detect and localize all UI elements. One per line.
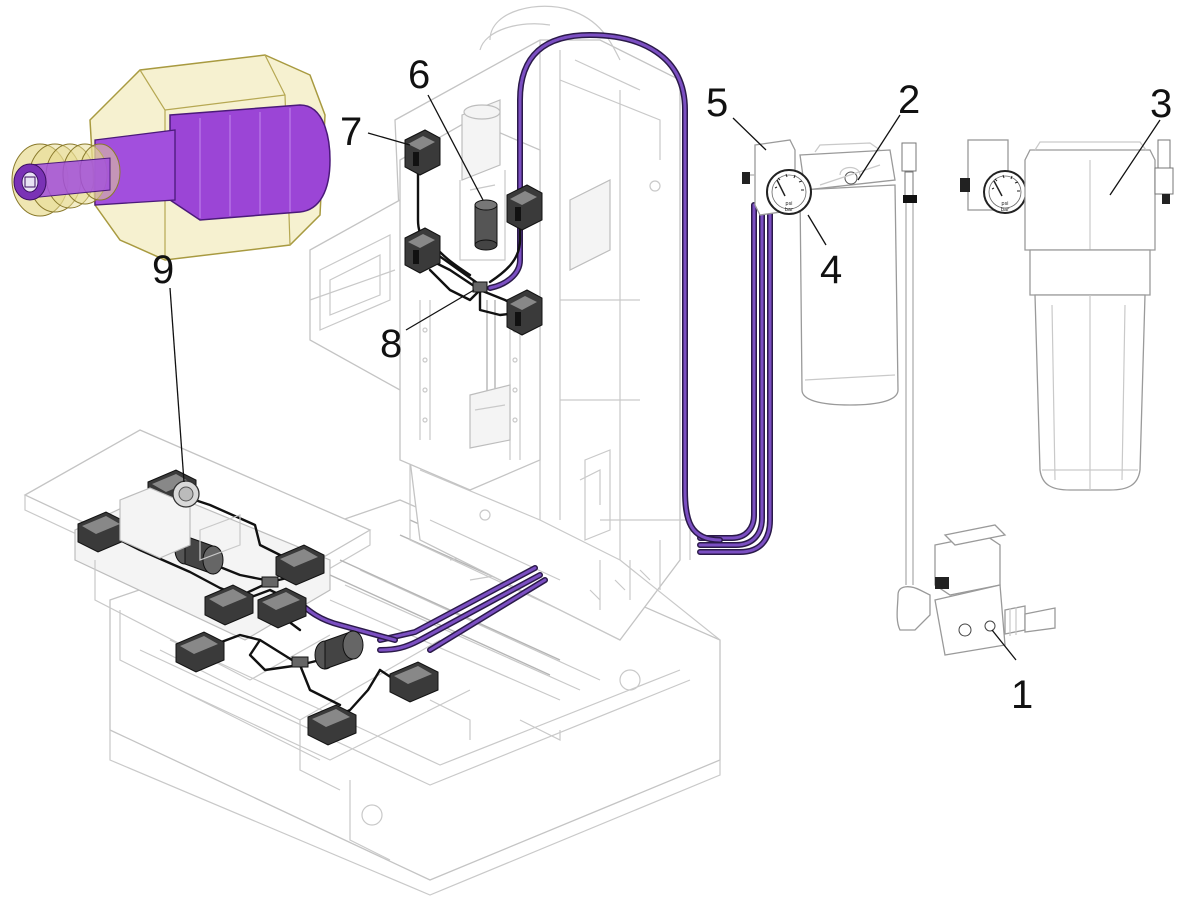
callout-6: 6 [408,53,430,97]
svg-text:bar: bar [1001,207,1010,213]
leader-lines [169,94,1161,661]
callout-2: 2 [898,78,920,122]
callout-4: 4 [820,248,842,292]
pressure-gauge-3: psi bar [983,170,1027,214]
callout-3: 3 [1150,82,1172,126]
fitting-threads [11,143,121,217]
svg-text:psi: psi [1001,201,1008,207]
filter-unit-3: psi bar [960,139,1174,491]
guide-block-bed-4 [204,584,254,626]
fitting-9-marker [172,480,200,508]
callout-8: 8 [380,322,402,366]
guide-block-bed-6 [175,631,225,673]
guide-block-bed-8 [307,704,357,746]
guide-block-head-4 [506,289,543,336]
guide-block-bed-5 [257,587,307,629]
callout-1: 1 [1011,673,1033,717]
filter-unit-2: psi bar [742,139,917,585]
fitting-detail [11,54,331,261]
callout-5: 5 [706,81,728,125]
svg-text:bar: bar [785,207,794,213]
pump-unit-1 [896,524,1056,656]
guide-block-head-2 [404,227,441,274]
svg-text:psi: psi [785,201,792,207]
pressure-gauge-4: psi bar [766,169,812,215]
callout-9: 9 [152,248,174,292]
callout-7: 7 [340,110,362,154]
guide-block-bed-3 [275,544,325,586]
lubrication-tubes [293,32,773,653]
guide-block-head-1 [404,129,441,176]
callout-numbers: 1 2 3 4 5 6 7 8 9 [152,53,1172,717]
guide-block-head-3 [506,184,543,231]
ballscrew-nuts [119,199,498,670]
guide-block-bed-7 [389,661,439,703]
